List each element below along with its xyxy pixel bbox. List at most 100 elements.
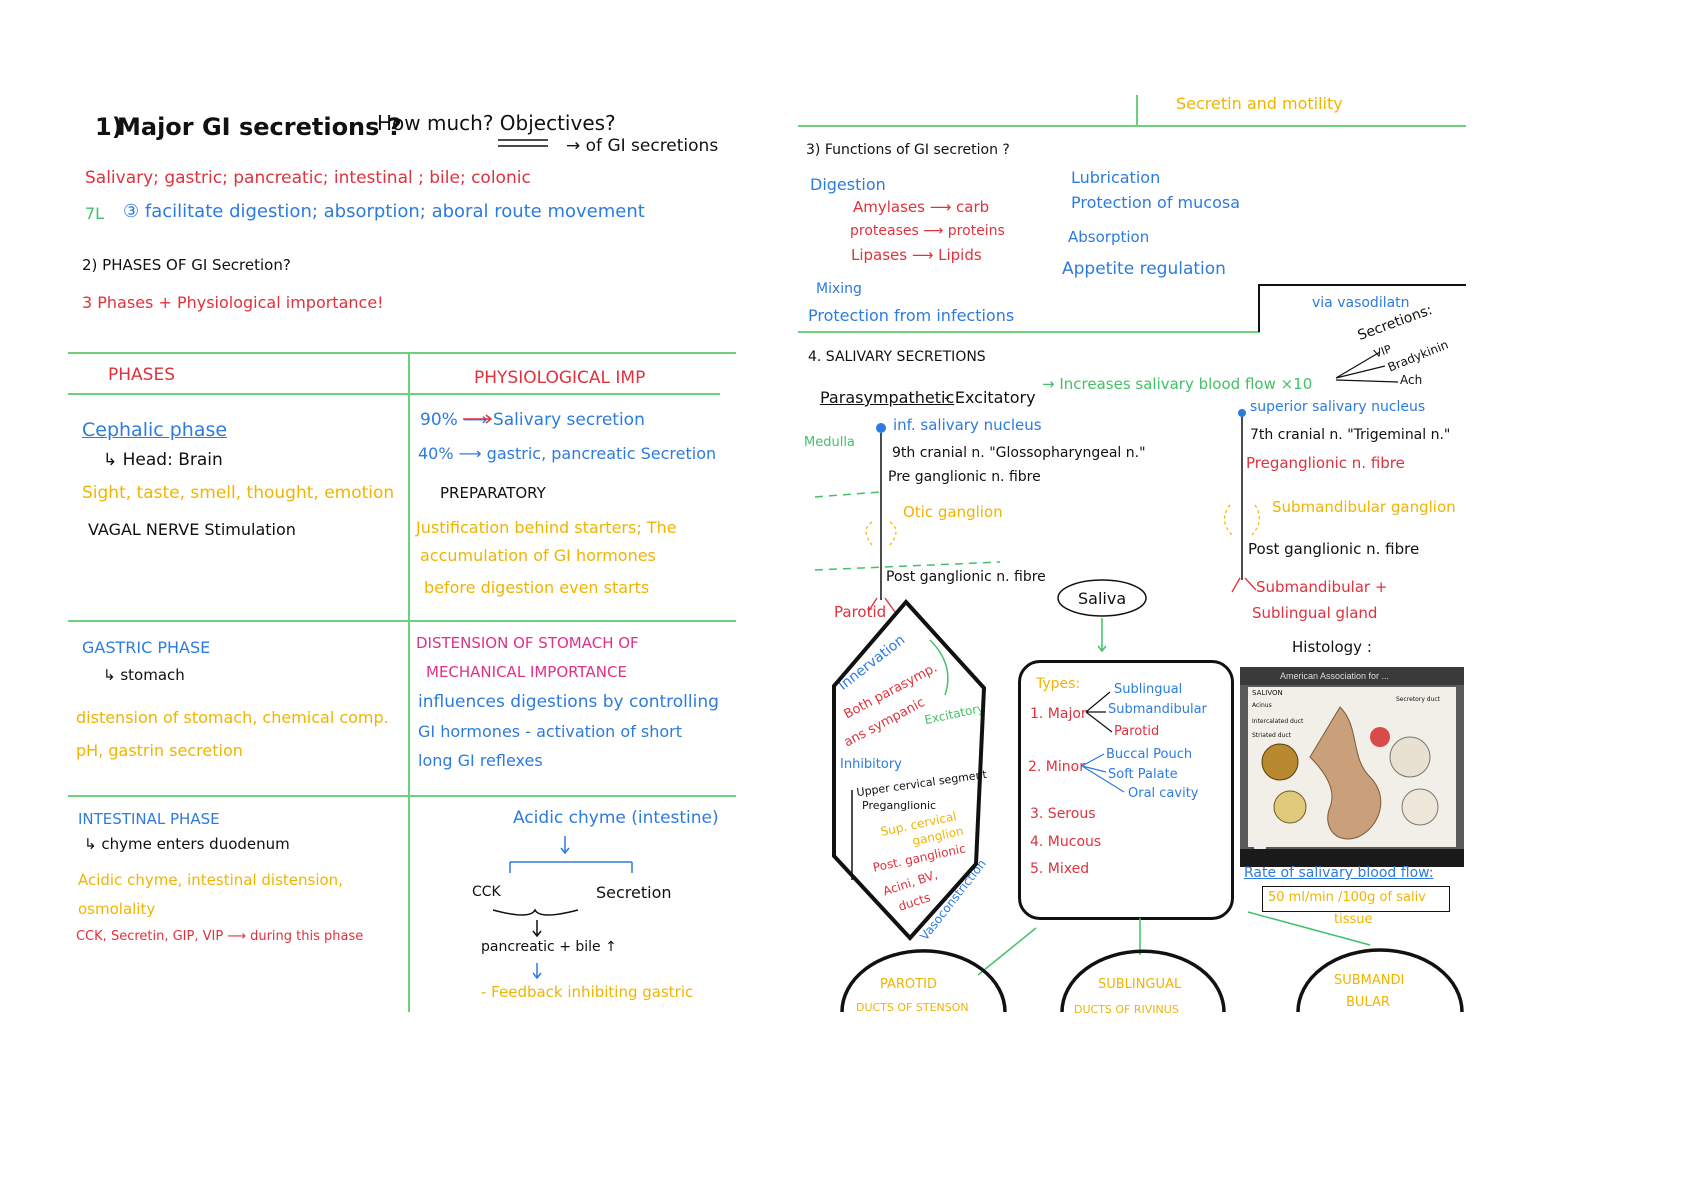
type-buccal: Buccal Pouch bbox=[1106, 747, 1193, 762]
preparatory: PREPARATORY bbox=[440, 484, 546, 502]
rate-tissue: tissue bbox=[1334, 912, 1373, 927]
image-striated: Striated duct bbox=[1252, 732, 1291, 739]
q3-heading: 3) Functions of GI secretion ? bbox=[806, 142, 1010, 158]
acidic-chyme: Acidic chyme (intestine) bbox=[513, 808, 719, 828]
table-top-line bbox=[68, 352, 736, 354]
bottom-bular: BULAR bbox=[1346, 995, 1390, 1010]
gastric-40: 40% ⟶ gastric, pancreatic Secretion bbox=[418, 444, 717, 463]
appetite-regulation: Appetite regulation bbox=[1062, 259, 1226, 279]
gastric-line2: pH, gastrin secretion bbox=[76, 741, 243, 760]
excitatory-label: - Excitatory bbox=[944, 388, 1036, 407]
preganglionic-2: Preganglionic n. fibre bbox=[1246, 454, 1405, 472]
top-right-divider bbox=[1136, 95, 1138, 125]
intestinal-line3: CCK, Secretin, GIP, VIP ⟶ during this ph… bbox=[76, 929, 364, 944]
hex-preganglionic: Preganglionic bbox=[862, 799, 937, 812]
q1-title: Major GI secretions ? bbox=[117, 113, 402, 141]
functions-box-side bbox=[1258, 284, 1260, 332]
intestinal-phase-title: INTESTINAL PHASE bbox=[78, 810, 220, 828]
justification-1: Justification behind starters; The bbox=[416, 518, 677, 537]
secretin-motility: Secretin and motility bbox=[1176, 94, 1343, 113]
protection-mucosa: Protection of mucosa bbox=[1071, 193, 1240, 212]
q2-heading: 2) PHASES OF GI Secretion? bbox=[82, 256, 291, 274]
hex-acini: Acini, BV, bbox=[881, 867, 940, 899]
header-phases: PHASES bbox=[108, 365, 175, 385]
distension-2: MECHANICAL IMPORTANCE bbox=[426, 663, 627, 681]
parotid-label: Parotid bbox=[834, 603, 887, 621]
image-footer bbox=[1240, 849, 1464, 867]
submandibular-gland: Submandibular + bbox=[1256, 578, 1388, 596]
top-right-line bbox=[798, 125, 1466, 127]
phases-note: 3 Phases + Physiological importance! bbox=[82, 293, 384, 312]
preganglionic-1: Pre ganglionic n. fibre bbox=[888, 469, 1041, 485]
type-oral-cavity: Oral cavity bbox=[1128, 786, 1199, 801]
type-major: 1. Major bbox=[1030, 706, 1087, 722]
postganglionic-1: Post ganglionic n. fibre bbox=[886, 569, 1046, 585]
hex-excitatory: Excitatory bbox=[923, 700, 986, 728]
gastric-phase-title: GASTRIC PHASE bbox=[82, 638, 211, 657]
types-title: Types: bbox=[1036, 676, 1081, 692]
influences-3: long GI reflexes bbox=[418, 751, 543, 770]
superior-salivary-nucleus: superior salivary nucleus bbox=[1250, 399, 1426, 415]
hex-inhibitory: Inhibitory bbox=[840, 757, 902, 772]
postganglionic-2: Post ganglionic n. fibre bbox=[1248, 540, 1420, 558]
type-sublingual: Sublingual bbox=[1114, 682, 1183, 697]
via-vasodilat: via vasodilatn bbox=[1312, 295, 1410, 311]
mixing: Mixing bbox=[816, 281, 862, 297]
q1-tail: How much? Objectives? bbox=[377, 111, 616, 135]
bottom-sublingual-ducts: DUCTS OF RIVINUS bbox=[1074, 1003, 1179, 1016]
q4-heading: 4. SALIVARY SECRETIONS bbox=[808, 349, 986, 365]
vip: VIP bbox=[1372, 342, 1394, 361]
type-mucous: 4. Mucous bbox=[1030, 834, 1102, 850]
image-salivon: SALIVON bbox=[1252, 689, 1283, 697]
histology-label: Histology : bbox=[1292, 638, 1372, 656]
medulla: Medulla bbox=[804, 435, 855, 450]
histology-image: American Association for ... SALIVON Aci… bbox=[1240, 667, 1464, 867]
type-parotid: Parotid bbox=[1114, 724, 1160, 739]
justification-3: before digestion even starts bbox=[424, 578, 650, 597]
bottom-sublingual: SUBLINGUAL bbox=[1098, 977, 1182, 992]
parasympathetic: Parasympathetic bbox=[820, 388, 955, 407]
secretion: Secretion bbox=[596, 883, 672, 902]
type-submandibular: Submandibular bbox=[1108, 702, 1207, 717]
type-mixed: 5. Mixed bbox=[1030, 861, 1090, 877]
ninth-cranial: 9th cranial n. "Glossopharyngeal n." bbox=[892, 445, 1146, 461]
table-row2-line bbox=[68, 795, 736, 797]
cephalic-phase-title: Cephalic phase bbox=[82, 419, 228, 441]
gland-illustration bbox=[1254, 706, 1439, 853]
hex-ducts: ducts bbox=[896, 890, 933, 914]
table-row1-line bbox=[68, 620, 736, 622]
functions-box-top bbox=[1258, 284, 1466, 286]
intestinal-sub: ↳ chyme enters duodenum bbox=[84, 835, 290, 853]
table-divider bbox=[408, 352, 410, 1012]
absorption: Absorption bbox=[1068, 228, 1150, 246]
gastric-line1: distension of stomach, chemical comp. bbox=[76, 708, 389, 727]
justification-2: accumulation of GI hormones bbox=[420, 546, 656, 565]
influences-1: influences digestions by controlling bbox=[418, 692, 719, 712]
bottom-submandi: SUBMANDI bbox=[1334, 973, 1405, 988]
image-intercalated: Intercalated duct bbox=[1252, 718, 1304, 725]
lubrication: Lubrication bbox=[1071, 168, 1161, 187]
q1-arrow-text: → of GI secretions bbox=[566, 136, 719, 156]
seventh-cranial: 7th cranial n. "Trigeminal n." bbox=[1250, 427, 1451, 443]
intestinal-line1: Acidic chyme, intestinal distension, bbox=[78, 871, 343, 889]
type-minor: 2. Minor bbox=[1028, 759, 1085, 775]
image-header: American Association for ... bbox=[1240, 667, 1464, 685]
feedback-inhibiting: - Feedback inhibiting gastric bbox=[481, 983, 694, 1001]
bottom-parotid-ducts: DUCTS OF STENSON bbox=[856, 1001, 969, 1014]
distension-1: DISTENSION OF STOMACH OF bbox=[416, 634, 639, 652]
submandibular-ganglion: Submandibular ganglion bbox=[1272, 498, 1456, 516]
image-acinus: Acinus bbox=[1252, 702, 1272, 709]
header-physiological-imp: PHYSIOLOGICAL IMP bbox=[474, 368, 646, 388]
intestinal-line2: osmolality bbox=[78, 900, 156, 918]
vagal-stimulation: VAGAL NERVE Stimulation bbox=[88, 520, 296, 539]
salivary-90: 90% ⟶ Salivary secretion bbox=[420, 410, 645, 430]
image-secretory: Secretory duct bbox=[1396, 696, 1441, 703]
cephalic-sub: ↳ Head: Brain bbox=[103, 450, 223, 470]
ach: Ach bbox=[1400, 373, 1423, 387]
facilitate-text: ③ facilitate digestion; absorption; abor… bbox=[123, 201, 645, 222]
rate-value: 50 ml/min /100g of saliv bbox=[1268, 890, 1426, 905]
proteases: proteases ⟶ proteins bbox=[850, 223, 1005, 239]
q1-number: 1) bbox=[95, 113, 123, 141]
bradykinin: Bradykinin bbox=[1385, 337, 1451, 375]
types-box bbox=[1018, 660, 1234, 920]
